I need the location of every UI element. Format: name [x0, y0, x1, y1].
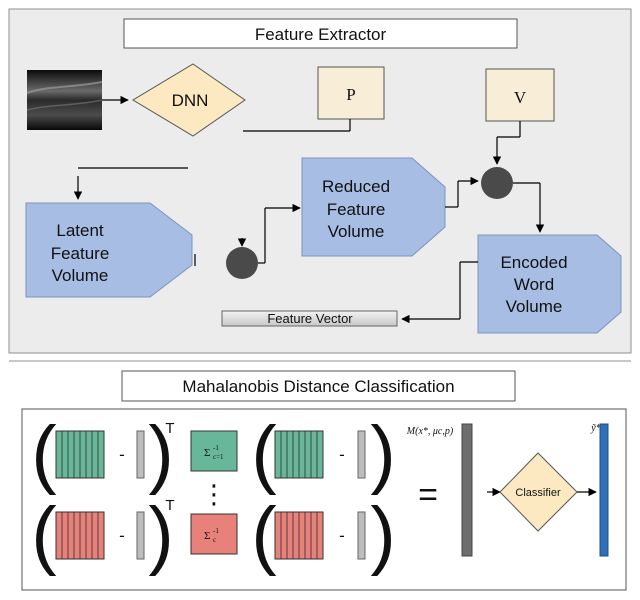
distance-label: M(x*, μc,p) [406, 426, 454, 437]
teal-feature-bars-left [55, 430, 105, 479]
covariance-salmon-box [190, 513, 238, 555]
minus-sign: - [119, 526, 125, 545]
p-matrix-box [317, 66, 385, 120]
covariance-teal-box [190, 430, 238, 472]
salmon-row-right: ( - ) [251, 492, 395, 577]
minus-sign: - [339, 445, 345, 464]
feature-extractor-title-box [123, 18, 518, 49]
paren-close-3: ) [148, 492, 173, 577]
mahalanobis-title-box [121, 370, 516, 402]
paren-close-4: ) [370, 492, 395, 577]
paren-open-4: ( [251, 492, 276, 577]
output-label: ỹ* [590, 423, 600, 434]
paren-open-3: ( [31, 492, 56, 577]
transpose-mark: T [165, 420, 174, 437]
dnn-diamond [132, 63, 246, 137]
feature-vector-label: Feature Vector [267, 311, 353, 326]
sigma-top-sub: c=1 [213, 453, 224, 461]
mean-vector-bar [136, 430, 145, 479]
latent-line-3: Volume [52, 266, 109, 285]
output-vector-bar [599, 423, 609, 557]
latent-line-1: Latent [56, 221, 104, 240]
reduced-line-1: Reduced [322, 177, 390, 196]
teal-row-left: ( - ) T [31, 411, 174, 496]
paren-close-2: ) [370, 411, 395, 496]
latent-feature-volume [25, 202, 193, 298]
reduced-line-3: Volume [328, 222, 385, 241]
feature-vector-bar [221, 310, 398, 327]
teal-feature-bars-right [274, 430, 324, 479]
multiply-circle-2 [481, 167, 513, 199]
reduced-line-2: Feature [327, 200, 386, 219]
sigma-bottom: Σ [204, 530, 210, 542]
classifier-label: Classifier [515, 487, 561, 499]
encoded-word-volume [477, 234, 622, 334]
encoded-line-3: Volume [506, 297, 563, 316]
classifier-diamond [499, 452, 578, 532]
minus-sign: - [339, 526, 345, 545]
p-label: P [346, 85, 355, 104]
ultrasound-image [26, 70, 103, 130]
paren-open-1: ( [31, 411, 56, 496]
sigma-top-sup: -1 [213, 444, 219, 452]
feature-extractor-title: Feature Extractor [255, 25, 387, 44]
v-matrix-box [485, 68, 555, 122]
v-label: V [514, 88, 527, 107]
transpose-mark: T [165, 497, 174, 514]
salmon-feature-bars-left [55, 511, 105, 560]
sigma-top: Σ [204, 447, 210, 459]
vertical-dots: ⋮ [201, 479, 227, 509]
mean-vector-bar [357, 430, 366, 479]
equals-sign: = [418, 476, 438, 514]
multiply-circle-1 [226, 247, 258, 279]
paren-close-1: ) [148, 411, 173, 496]
sigma-bottom-sup: -1 [213, 527, 219, 535]
encoded-line-1: Encoded [500, 253, 567, 272]
teal-row-right: ( - ) [251, 411, 395, 496]
mean-vector-bar [357, 511, 366, 560]
mahalanobis-title: Mahalanobis Distance Classification [182, 377, 454, 396]
minus-sign: - [119, 445, 125, 464]
reduced-feature-volume [301, 157, 446, 257]
mean-vector-bar [136, 511, 145, 560]
paren-open-2: ( [251, 411, 276, 496]
sigma-bottom-sub: c [213, 536, 216, 544]
encoded-line-2: Word [514, 275, 554, 294]
salmon-feature-bars-right [274, 511, 324, 560]
dnn-label: DNN [172, 91, 209, 110]
latent-line-2: Feature [51, 244, 110, 263]
distance-vector-bar [461, 423, 473, 557]
salmon-row-left: ( - ) T [31, 492, 174, 577]
